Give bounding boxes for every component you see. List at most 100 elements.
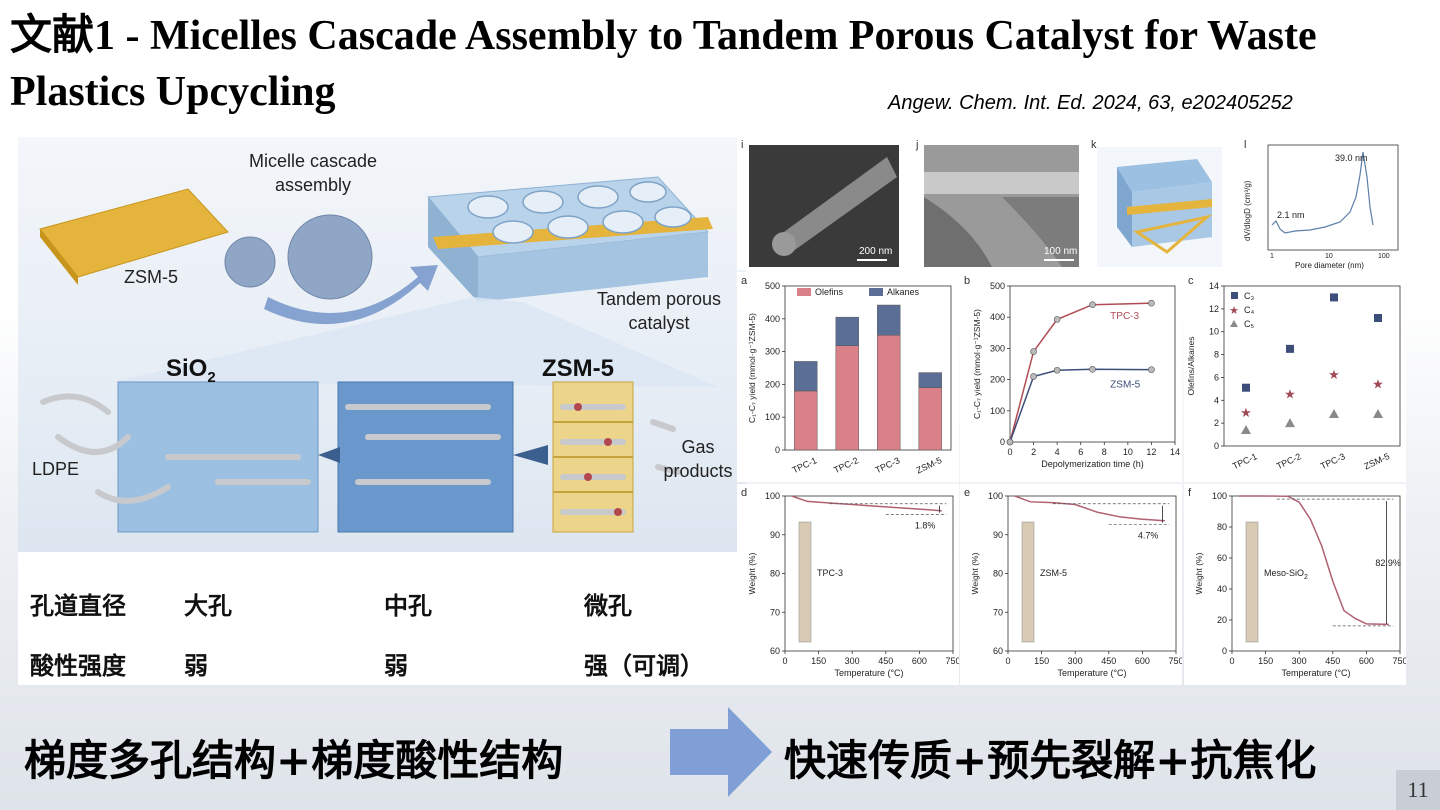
y-tick-label: 4 bbox=[1214, 395, 1219, 405]
x-axis-label: Depolymerization time (h) bbox=[1041, 459, 1144, 469]
y-tick-label: 2 bbox=[1214, 418, 1219, 428]
panel-k: k bbox=[1087, 137, 1237, 270]
y-tick-label: 90 bbox=[993, 530, 1003, 540]
y-tick-label: 0 bbox=[1214, 441, 1219, 451]
x-tick-label: 300 bbox=[1292, 656, 1307, 666]
y-tick-label: 80 bbox=[770, 569, 780, 579]
series-label: ZSM-5 bbox=[1110, 379, 1140, 390]
banner-right-text: 快速传质+预先裂解+抗焦化 bbox=[784, 736, 1317, 785]
tem-image: 100 nm bbox=[924, 145, 1079, 267]
row1-header: 孔道直径 bbox=[30, 592, 126, 620]
data-point bbox=[1030, 373, 1037, 380]
catalyst-scene bbox=[18, 137, 746, 552]
micelle-label: Micelle cascade assembly bbox=[248, 151, 378, 195]
loss-label: 4.7% bbox=[1138, 531, 1159, 541]
marker-triangle bbox=[1285, 418, 1295, 428]
category-label: TPC-3 bbox=[1319, 451, 1347, 471]
tga-curve bbox=[1014, 495, 1165, 522]
bar-alkanes bbox=[877, 304, 901, 336]
data-point bbox=[1053, 366, 1061, 374]
zsm5-label: ZSM-5 bbox=[124, 267, 178, 287]
x-tick-label: 450 bbox=[878, 656, 893, 666]
x-tick-label: 150 bbox=[1034, 656, 1049, 666]
marker-star: ★ bbox=[1328, 367, 1340, 382]
panel-letter: d bbox=[741, 487, 747, 499]
sample-label: ZSM-5 bbox=[1040, 568, 1067, 578]
y-tick-label: 500 bbox=[765, 281, 780, 291]
y-tick-label: 400 bbox=[990, 312, 1005, 322]
y-tick-label: 300 bbox=[765, 347, 780, 357]
loss-label: 1.8% bbox=[915, 521, 936, 531]
tandem-label: Tandem porous catalyst bbox=[596, 289, 722, 333]
marker-star: ★ bbox=[1372, 376, 1384, 391]
y-axis-label: Weight (%) bbox=[970, 552, 980, 594]
y-tick-label: 8 bbox=[1214, 350, 1219, 360]
bar-olefins bbox=[794, 390, 818, 451]
row1-col1: 大孔 bbox=[184, 592, 232, 620]
zsm5-sheet bbox=[39, 188, 229, 278]
pore-curve bbox=[1271, 151, 1374, 234]
panel-l: l dV/dlogD (cm³/g) Pore diameter (nm) 1 … bbox=[1240, 137, 1405, 270]
y-tick-label: 60 bbox=[770, 646, 780, 656]
ldpe-label: LDPE bbox=[32, 459, 80, 479]
catalyst-illustration bbox=[39, 176, 718, 533]
pore-ylabel: dV/dlogD (cm³/g) bbox=[1243, 180, 1252, 241]
y-axis-label: Weight (%) bbox=[1194, 552, 1204, 594]
x-tick-label: 12 bbox=[1146, 447, 1156, 457]
y-tick-label: 90 bbox=[770, 530, 780, 540]
bar-alkanes bbox=[918, 372, 942, 388]
marker-star: ★ bbox=[1240, 405, 1252, 420]
category-label: TPC-2 bbox=[1275, 451, 1303, 471]
pore-tick-10: 10 bbox=[1325, 253, 1333, 260]
data-point bbox=[1089, 366, 1096, 373]
y-tick-label: 200 bbox=[990, 375, 1005, 385]
x-axis-label: Temperature (°C) bbox=[1281, 668, 1350, 678]
y-tick-label: 100 bbox=[765, 412, 780, 422]
y-tick-label: 10 bbox=[1209, 327, 1219, 337]
category-label: TPC-1 bbox=[791, 455, 819, 475]
category-label: TPC-2 bbox=[832, 455, 860, 475]
x-tick-label: 14 bbox=[1170, 447, 1180, 457]
y-tick-label: 6 bbox=[1214, 372, 1219, 382]
catalyst-pores bbox=[467, 181, 692, 244]
chart-c-svg: c02468101214Olefins/AlkanesTPC-1★TPC-2★T… bbox=[1186, 275, 1401, 472]
x-tick-label: 4 bbox=[1055, 447, 1060, 457]
x-tick-label: 450 bbox=[1101, 656, 1116, 666]
x-tick-label: 2 bbox=[1031, 447, 1036, 457]
x-tick-label: 300 bbox=[845, 656, 860, 666]
panel-letter: e bbox=[964, 487, 970, 499]
marker-triangle bbox=[1373, 409, 1383, 418]
y-axis-label: C₁-C₇ yield (mmol·g⁻¹ZSM-5) bbox=[747, 313, 757, 423]
y-tick-label: 70 bbox=[770, 607, 780, 617]
y-tick-label: 60 bbox=[1217, 553, 1227, 563]
y-tick-label: 100 bbox=[1212, 491, 1227, 501]
y-tick-label: 20 bbox=[1217, 615, 1227, 625]
x-tick-label: 750 bbox=[1168, 656, 1182, 666]
legend-marker bbox=[1230, 320, 1238, 327]
x-axis-label: Temperature (°C) bbox=[834, 668, 903, 678]
micelle-small bbox=[224, 236, 276, 288]
y-tick-label: 0 bbox=[775, 445, 780, 455]
bar-alkanes bbox=[835, 316, 859, 346]
y-tick-label: 300 bbox=[990, 343, 1005, 353]
legend-label: Alkanes bbox=[887, 287, 920, 297]
plot-frame bbox=[1223, 285, 1401, 447]
y-axis-label: Weight (%) bbox=[747, 552, 757, 594]
x-tick-label: 10 bbox=[1123, 447, 1133, 457]
row2-header: 酸性强度 bbox=[30, 652, 126, 680]
data-point bbox=[1030, 348, 1037, 355]
pore-tick-100: 100 bbox=[1378, 253, 1390, 260]
row2-col2: 弱 bbox=[384, 652, 408, 680]
assembly-arrow bbox=[264, 265, 438, 325]
y-tick-label: 12 bbox=[1209, 304, 1219, 314]
x-tick-label: 8 bbox=[1102, 447, 1107, 457]
zsm5-bold-label: ZSM-5 bbox=[542, 355, 614, 382]
sio2-label: SiO2 bbox=[166, 355, 216, 386]
legend-swatch bbox=[797, 288, 811, 296]
